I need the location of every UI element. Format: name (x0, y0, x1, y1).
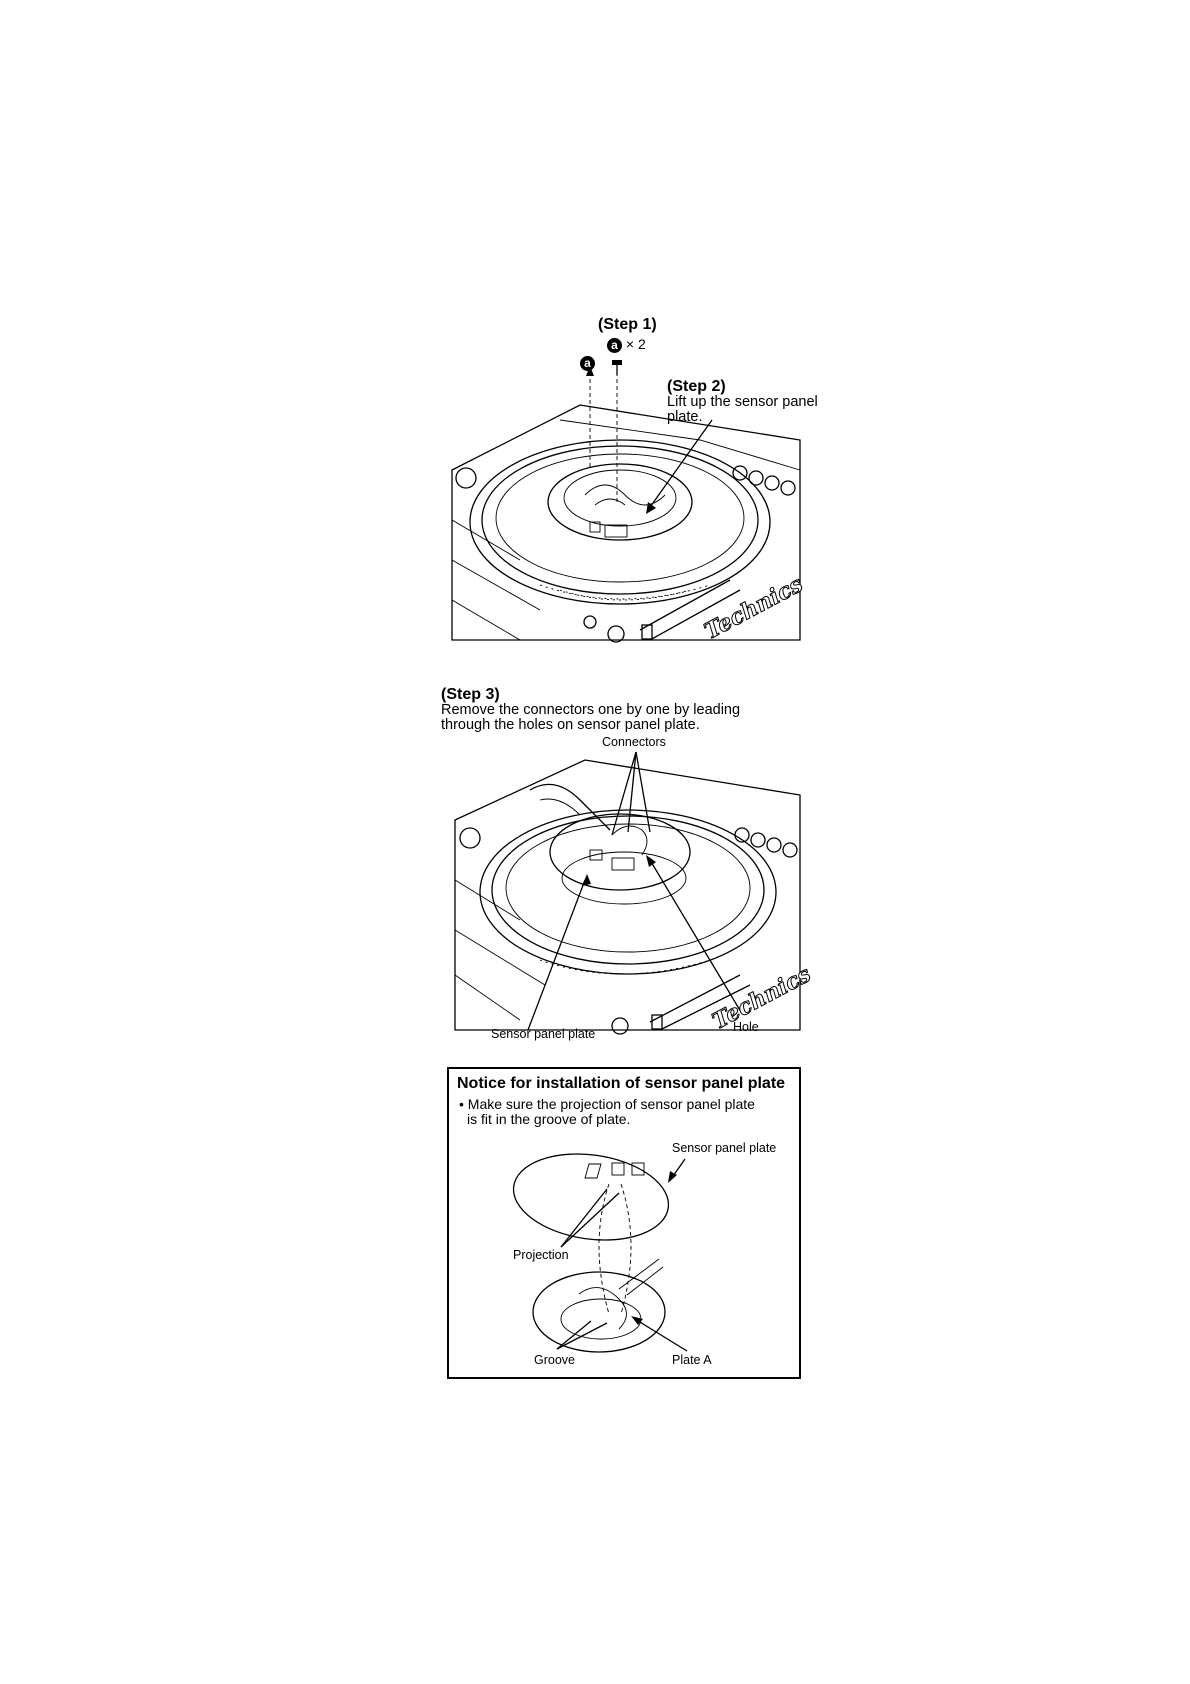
label-connectors: Connectors (602, 735, 666, 749)
screw-count: × 2 (625, 336, 646, 352)
step2-title: (Step 2) (667, 378, 726, 395)
step3-text: Remove the connectors one by one by lead… (441, 702, 741, 733)
notice-diagram (512, 1153, 688, 1353)
step3-title: (Step 3) (441, 686, 500, 703)
notice-bullet: • Make sure the projection of sensor pan… (459, 1096, 755, 1127)
screw-a-badge: a (607, 338, 622, 353)
label-sensor-panel-plate: Sensor panel plate (491, 1027, 596, 1041)
notice-label-projection: Projection (513, 1248, 569, 1262)
screw-a-badge-single: a (580, 354, 595, 372)
label-hole: Hole (733, 1020, 759, 1034)
notice-label-plate-a: Plate A (672, 1353, 712, 1367)
notice-box: Notice for installation of sensor panel … (447, 1067, 801, 1379)
notice-label-sensor-panel-plate: Sensor panel plate (672, 1141, 777, 1155)
step1-title: (Step 1) (598, 316, 657, 333)
screw-count-label: a × 2 (607, 336, 646, 353)
notice-label-groove: Groove (534, 1353, 575, 1367)
notice-title: Notice for installation of sensor panel … (457, 1075, 786, 1092)
